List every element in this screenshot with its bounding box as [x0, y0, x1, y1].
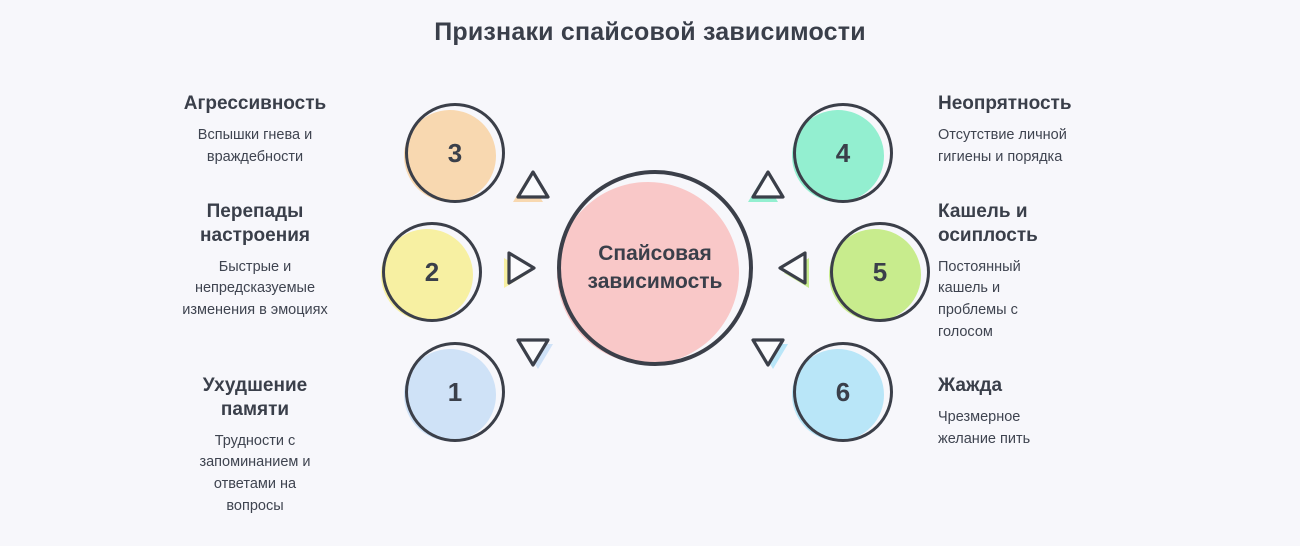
- sign-label-block-5: Кашель и осиплость Постоянный кашель и п…: [938, 200, 1148, 344]
- arrow-outline: [751, 338, 785, 367]
- sign-heading: Агрессивность: [183, 93, 327, 114]
- circle-outline: [830, 222, 930, 322]
- sign-description: Трудности с запоминанием и ответами на в…: [199, 432, 311, 514]
- center-label: Спайсовая зависимость: [587, 241, 723, 293]
- sign-circle-6: 6: [784, 341, 893, 449]
- arrow-outline: [751, 170, 785, 199]
- sign-circle-5: 5: [821, 221, 930, 329]
- arrow-down-icon: [751, 338, 788, 369]
- circle-number: 6: [835, 376, 851, 407]
- arrow-outline: [507, 251, 536, 285]
- sign-description: Быстрые и непредсказуемые изменения в эм…: [182, 258, 328, 319]
- center-circle-outline: [557, 170, 753, 366]
- sign-label-block-3: Агрессивность Вспышки гнева и враждебнос…: [150, 92, 360, 168]
- arrow-down-icon: [516, 338, 553, 369]
- arrow-outline: [516, 170, 550, 199]
- sign-heading: Ухудшение памяти: [202, 375, 308, 420]
- circle-number: 4: [835, 137, 851, 168]
- sign-description: Отсутствие личной гигиены и порядка: [938, 126, 1067, 165]
- arrow-outline: [778, 251, 807, 285]
- sign-heading: Жажда: [938, 375, 1003, 396]
- arrow-left-icon: [778, 251, 809, 288]
- diagram-title: Признаки спайсовой зависимости: [434, 18, 866, 46]
- sign-label-block-2: Перепады настроения Быстрые и непредсказ…: [150, 200, 360, 322]
- circle-number: 3: [447, 137, 463, 168]
- arrow-up-icon: [513, 170, 550, 202]
- circle-number: 1: [447, 376, 463, 407]
- sign-label-block-6: Жажда Чрезмерное желание пить: [938, 374, 1148, 450]
- arrow-outline: [516, 338, 550, 367]
- sign-circle-1: 1: [396, 341, 505, 449]
- circle-outline: [382, 222, 482, 322]
- sign-circle-4: 4: [784, 102, 893, 210]
- sign-circle-3: 3: [396, 102, 505, 210]
- sign-description: Вспышки гнева и враждебности: [197, 126, 313, 165]
- sign-label-block-4: Неопрятность Отсутствие личной гигиены и…: [938, 92, 1148, 168]
- sign-circle-2: 2: [373, 221, 482, 329]
- circle-outline: [405, 342, 505, 442]
- circle-number: 5: [872, 256, 888, 287]
- circle-outline: [793, 103, 893, 203]
- arrow-right-icon: [504, 251, 536, 288]
- sign-description: Чрезмерное желание пить: [938, 408, 1031, 447]
- center-circle: Спайсовая зависимость: [545, 170, 753, 376]
- circle-number: 2: [424, 256, 440, 287]
- arrow-up-icon: [748, 170, 785, 202]
- circle-outline: [793, 342, 893, 442]
- sign-label-block-1: Ухудшение памяти Трудности с запоминание…: [150, 374, 360, 518]
- sign-description: Постоянный кашель и проблемы с голосом: [938, 258, 1021, 340]
- sign-heading: Перепады настроения: [200, 201, 310, 246]
- circle-outline: [405, 103, 505, 203]
- sign-heading: Кашель и осиплость: [938, 201, 1038, 246]
- sign-heading: Неопрятность: [938, 93, 1072, 114]
